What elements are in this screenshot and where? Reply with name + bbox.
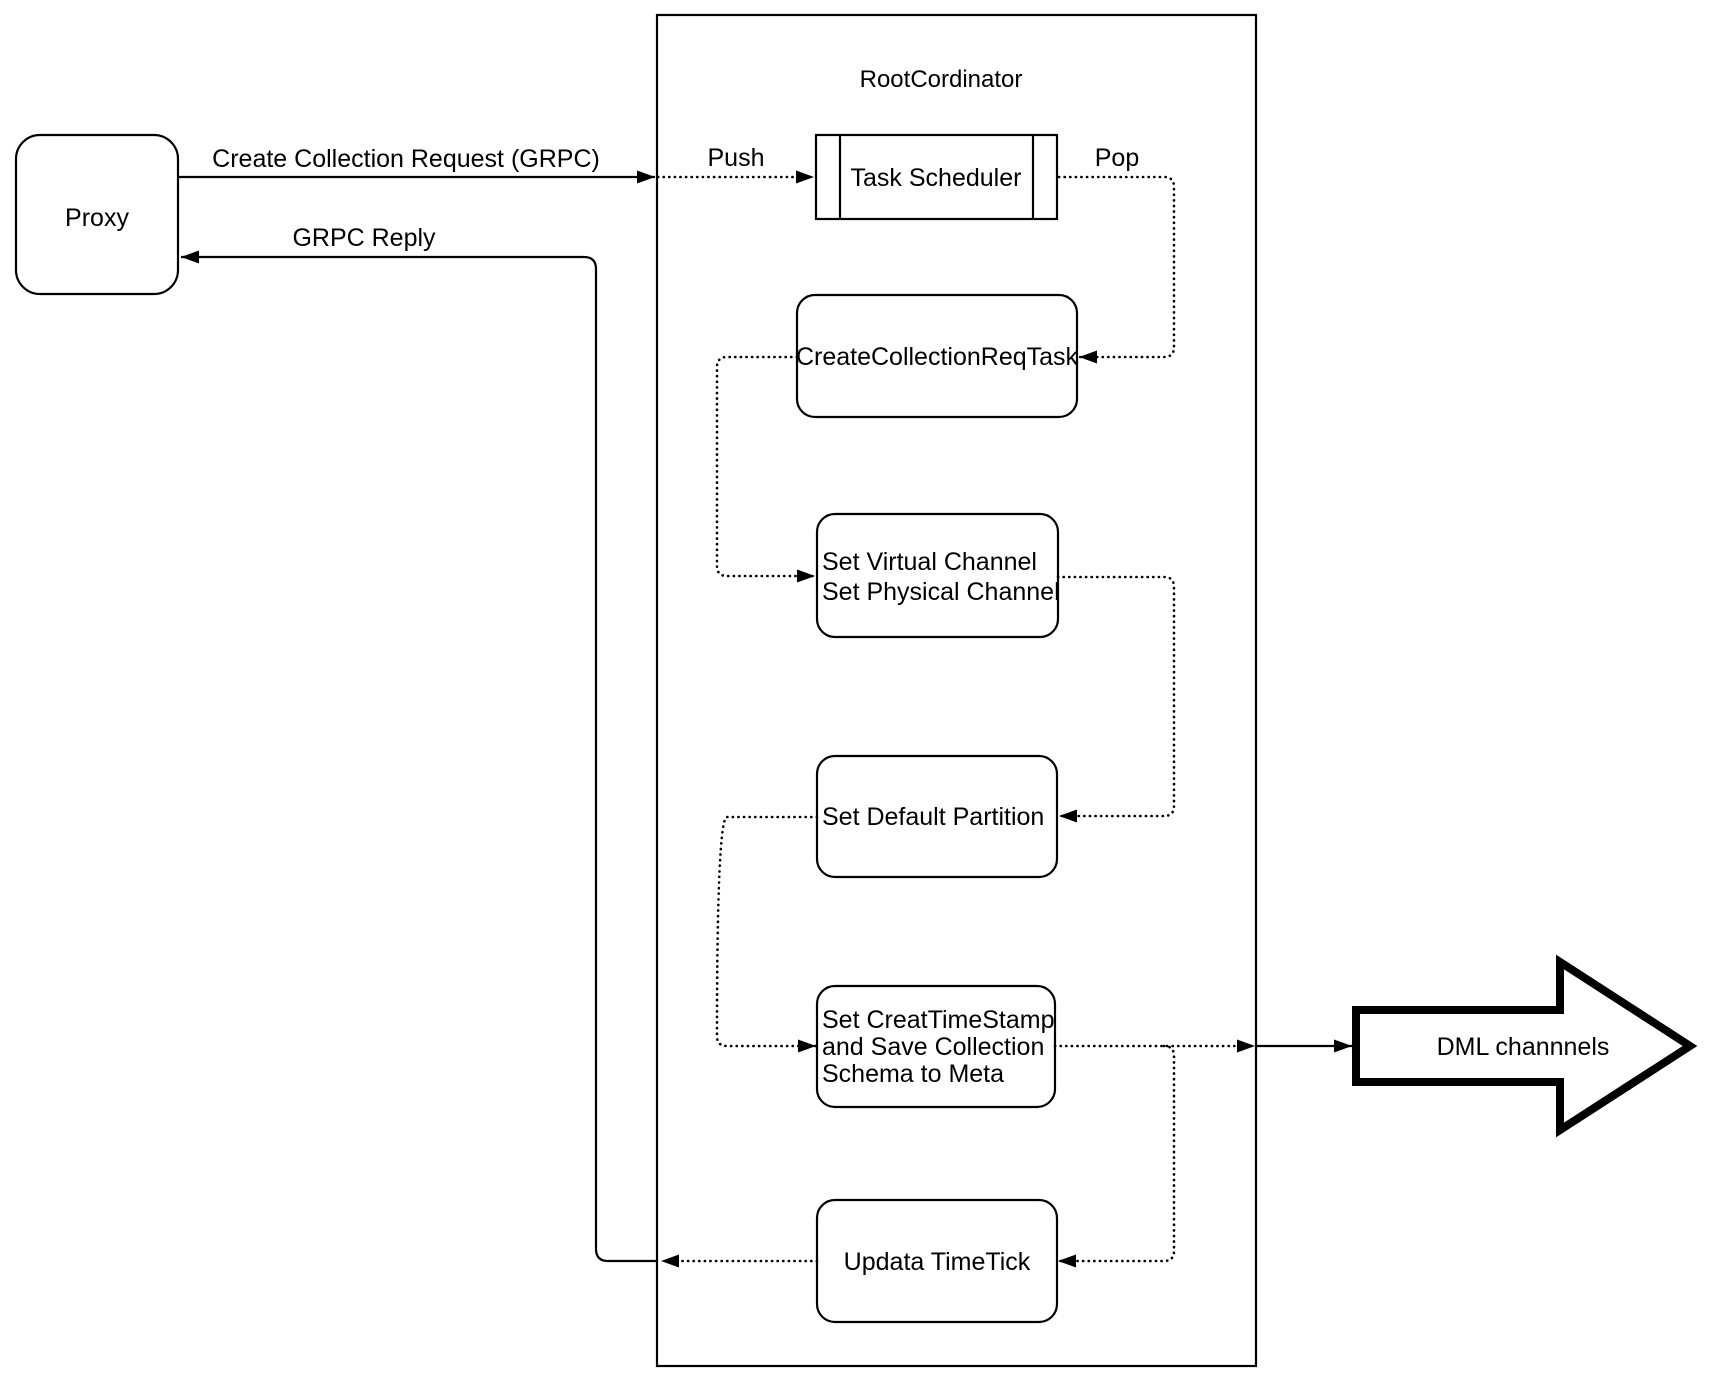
proxy-label: Proxy xyxy=(65,204,129,232)
edge-setchannels-to-partition xyxy=(1056,575,1176,823)
set-channels-label-line2: Set Physical Channel xyxy=(822,578,1060,606)
update-timetick-label: Updata TimeTick xyxy=(844,1248,1031,1276)
set-default-partition-label: Set Default Partition xyxy=(822,803,1044,831)
create-collection-req-task-label: CreateCollectionReqTask xyxy=(796,343,1079,371)
set-timestamp-label-line3: Schema to Meta xyxy=(822,1060,1004,1088)
edge-partition-to-timestamp xyxy=(715,815,819,1053)
set-channels-node xyxy=(815,512,1060,639)
pop-label: Pop xyxy=(1095,144,1139,172)
edge-timestamp-to-timetick xyxy=(1056,1044,1176,1268)
root-coordinator-title: RootCordinator xyxy=(860,66,1023,93)
task-scheduler-node xyxy=(814,133,1059,221)
dml-channels-label: DML channnels xyxy=(1437,1033,1610,1061)
grpc-reply-label: GRPC Reply xyxy=(292,224,436,252)
set-timestamp-label-line2: and Save Collection xyxy=(822,1033,1044,1061)
task-scheduler-label: Task Scheduler xyxy=(851,164,1022,192)
push-label: Push xyxy=(708,144,765,172)
edge-pop xyxy=(1057,175,1176,364)
set-timestamp-label-line1: Set CreatTimeStamp xyxy=(822,1006,1054,1034)
root-coordinator-container xyxy=(655,13,1258,1368)
edge-reqtask-to-setchannels xyxy=(715,355,817,583)
edge-grpc-reply xyxy=(181,250,657,1263)
proxy-node xyxy=(14,133,180,296)
set-channels-label-line1: Set Virtual Channel xyxy=(822,548,1037,576)
create-collection-request-label: Create Collection Request (GRPC) xyxy=(212,145,600,173)
dml-channels-arrow xyxy=(1352,954,1698,1138)
